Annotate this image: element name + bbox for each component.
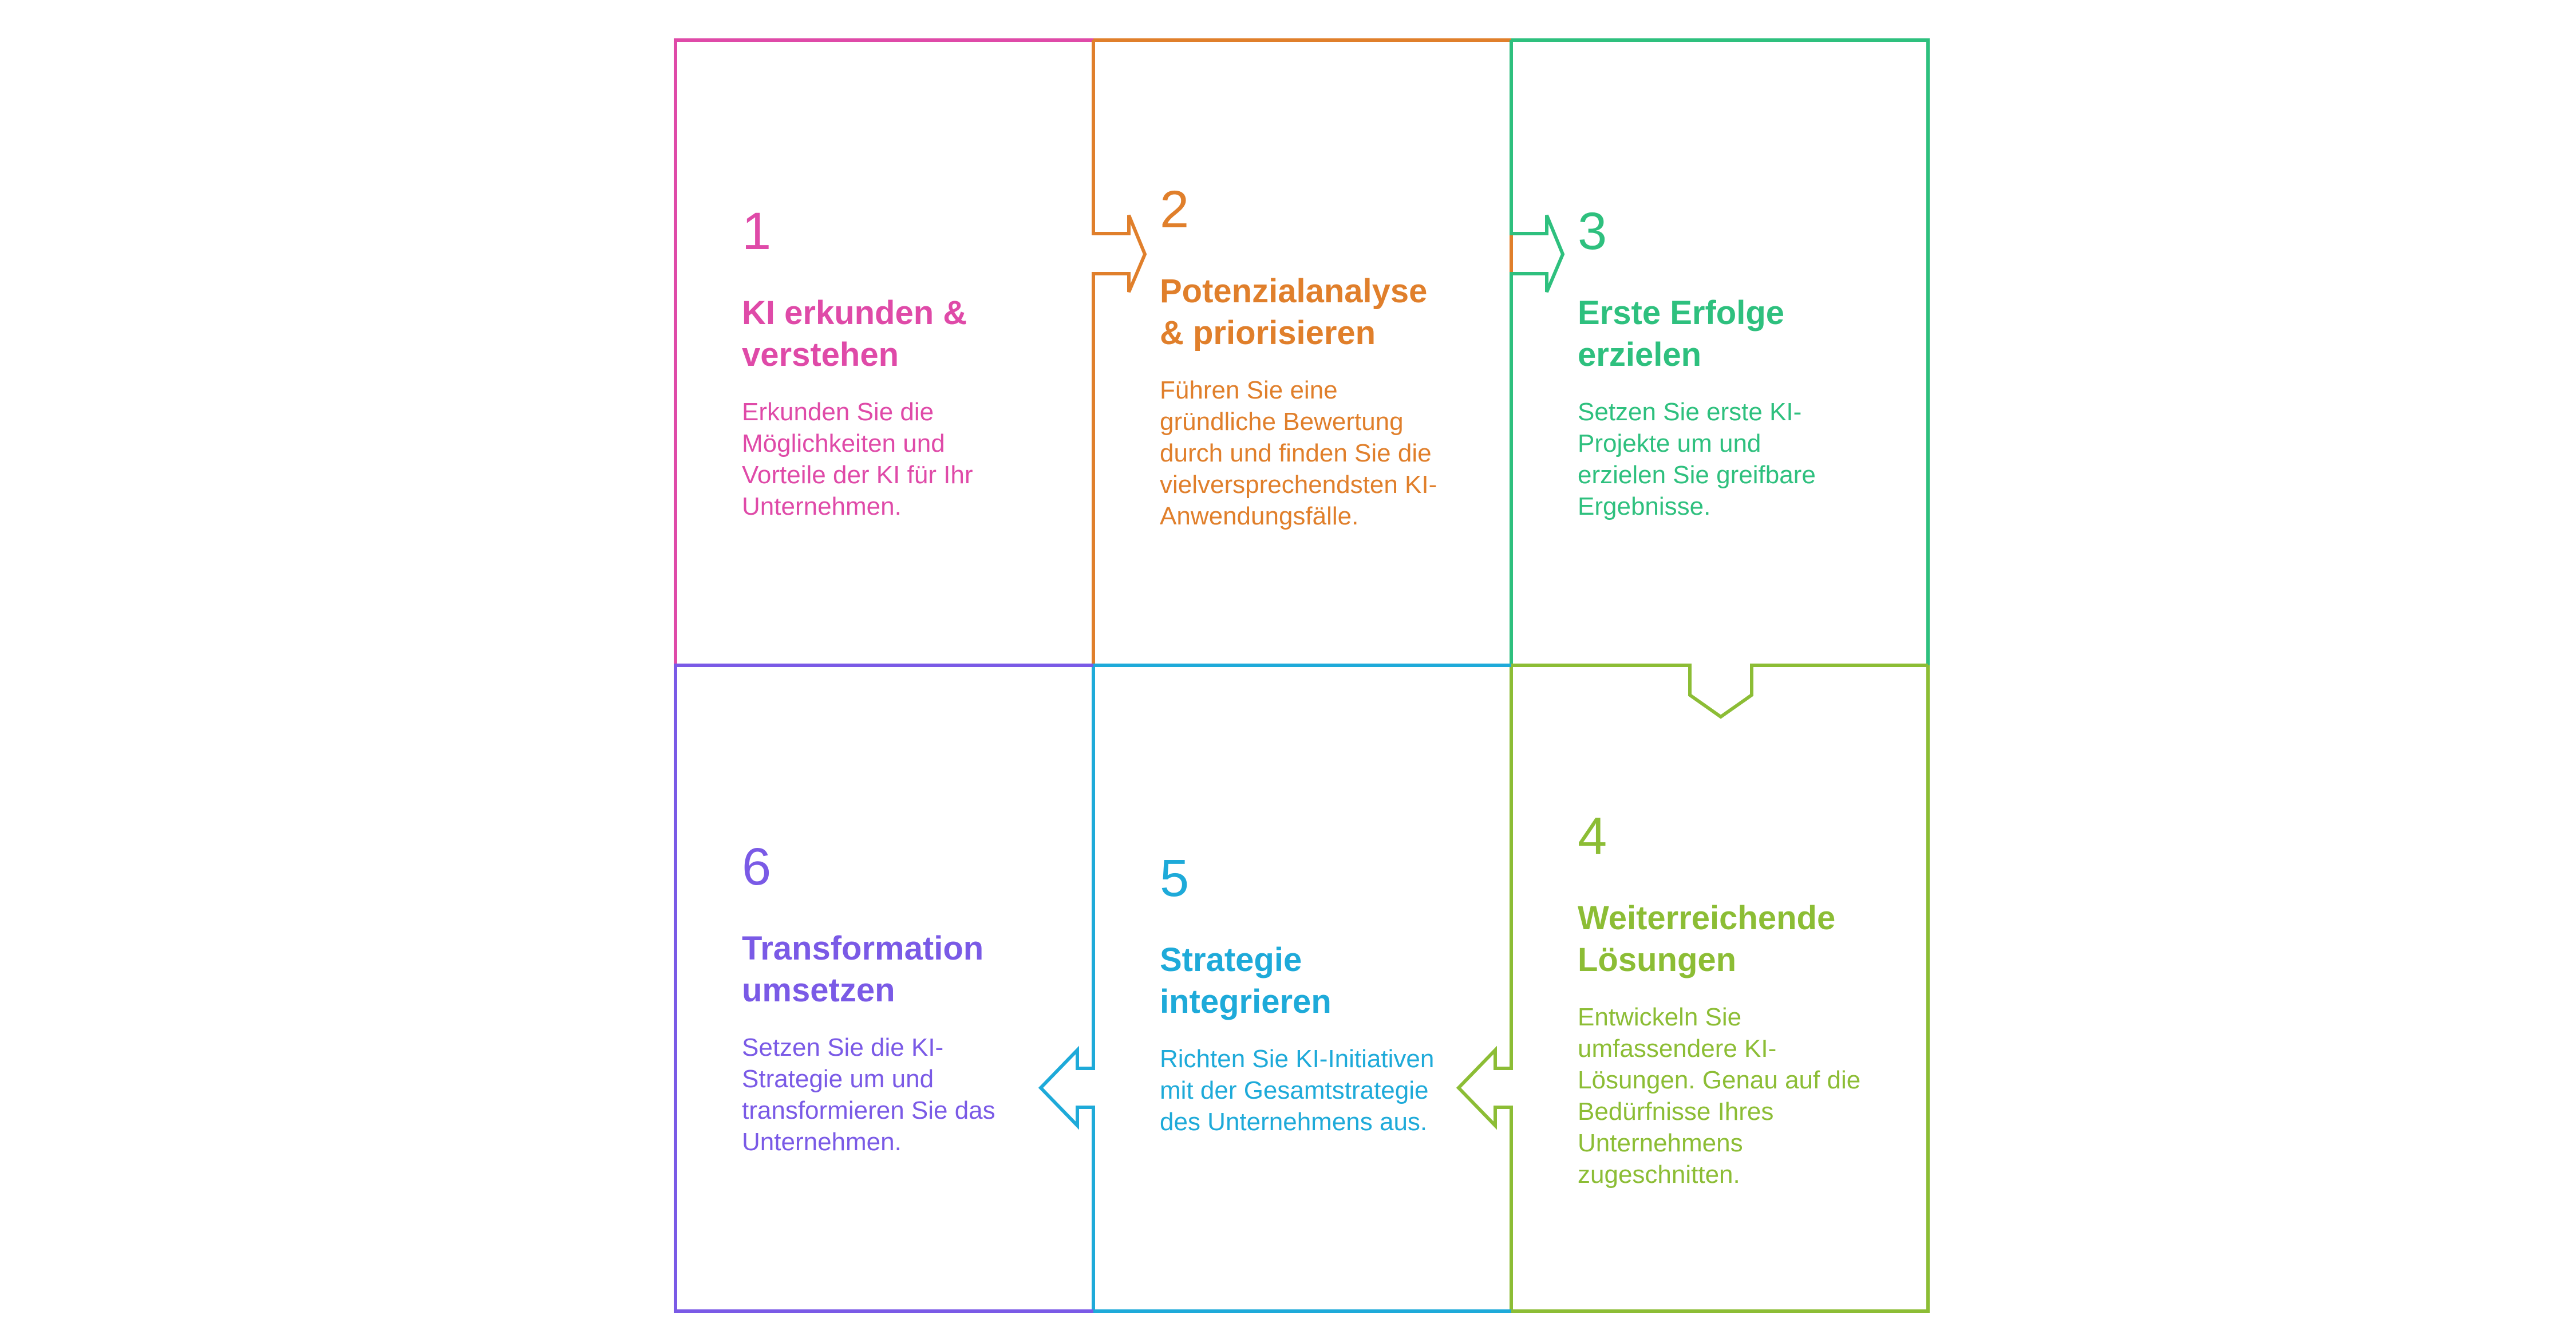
step-4: 4 Weiterreichende Lösungen Entwickeln Si… [1578, 810, 1898, 1190]
step-4-description: Entwickeln Sie umfassendere KI-Lösungen.… [1578, 1003, 1861, 1189]
step-3-title: Erste Erfolge erzielen [1578, 294, 1784, 373]
step-6-description: Setzen Sie die KI-Strategie um und trans… [742, 1033, 995, 1156]
step-1-title: KI erkunden & verstehen [742, 294, 967, 373]
step-5-number: 5 [1160, 849, 1190, 907]
step-1-description: Erkunden Sie die Möglichkeiten und Vorte… [742, 398, 973, 520]
cell-5-outline [1093, 664, 1511, 1313]
step-5-description: Richten Sie KI-Initiativen mit der Gesam… [1160, 1045, 1435, 1136]
step-4-number: 4 [1578, 807, 1607, 866]
cell-6-outline [674, 664, 1093, 1313]
step-5: 5 Strategie integrieren Richten Sie KI-I… [1160, 852, 1480, 1138]
step-3-description: Setzen Sie erste KI-Projekte um und erzi… [1578, 398, 1816, 520]
step-2-number: 2 [1160, 180, 1190, 239]
step-3-number: 3 [1578, 202, 1607, 261]
step-1: 1 KI erkunden & verstehen Erkunden Sie d… [742, 205, 1062, 522]
step-4-title: Weiterreichende Lösungen [1578, 899, 1836, 978]
arrow-3-to-4 [1511, 664, 1928, 719]
step-6-number: 6 [742, 838, 772, 896]
step-2: 2 Potenzialanalyse & priorisieren Führen… [1160, 183, 1480, 532]
step-2-title: Potenzialanalyse & priorisieren [1160, 273, 1428, 352]
step-5-title: Strategie integrieren [1160, 941, 1332, 1020]
step-1-number: 1 [742, 202, 772, 261]
step-6: 6 Transformation umsetzen Setzen Sie die… [742, 840, 1062, 1158]
arrow-5-to-6 [1038, 665, 1095, 1311]
arrow-4-to-5 [1456, 665, 1513, 1311]
step-6-title: Transformation umsetzen [742, 930, 984, 1009]
step-3: 3 Erste Erfolge erzielen Setzen Sie erst… [1578, 205, 1898, 522]
arrow-2-to-3 [1510, 40, 1565, 665]
step-2-description: Führen Sie eine gründliche Bewertung dur… [1160, 376, 1437, 530]
arrow-1-to-2 [1092, 40, 1147, 665]
